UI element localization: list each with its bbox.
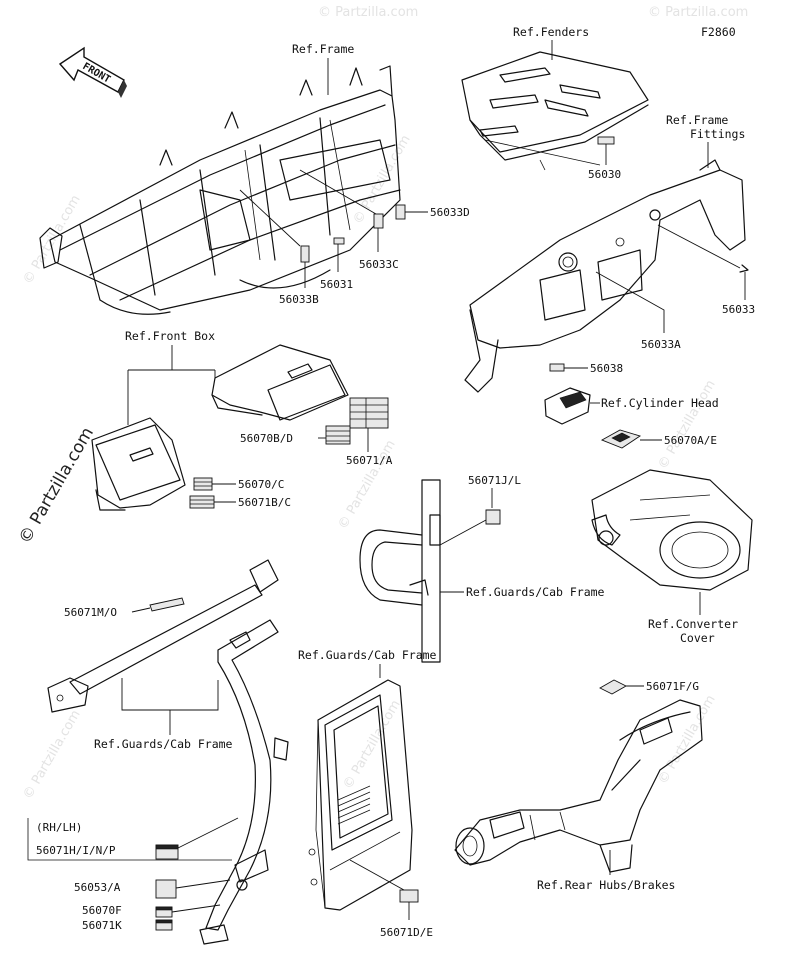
part-56071BC: 56071B/C — [238, 496, 291, 509]
frame-assembly — [39, 65, 401, 315]
part-56071FG: 56071F/G — [646, 680, 699, 693]
part-56033B: 56033B — [279, 293, 319, 306]
decal-56071A — [349, 397, 389, 429]
leader-line — [657, 224, 746, 300]
part-56071A: 56071/A — [346, 454, 393, 467]
watermark-main: © Partzilla.com — [15, 424, 98, 548]
cylinder-head-block — [544, 387, 591, 425]
ref-guards-cab-label-3: Ref.Guards/Cab Frame — [298, 648, 437, 662]
watermark: © Partzilla.com — [335, 438, 398, 532]
decal-56071JL — [485, 509, 501, 525]
part-56071MO: 56071M/O — [64, 606, 117, 619]
decal-56030 — [597, 136, 615, 145]
leader-line — [177, 817, 239, 849]
part-56030: 56030 — [588, 168, 621, 181]
ref-guards-cab-label-2: Ref.Guards/Cab Frame — [94, 737, 233, 751]
part-56053A: 56053/A — [74, 881, 121, 894]
leader-line — [439, 519, 487, 546]
decal-56033 — [739, 264, 749, 273]
part-56033A: 56033A — [641, 338, 681, 351]
leader-line — [349, 859, 410, 920]
watermark: © Partzilla.com — [655, 693, 718, 787]
ref-cylinder-head-label: Ref.Cylinder Head — [601, 396, 719, 410]
decal-56071DE — [399, 889, 419, 903]
decal-56038 — [549, 363, 565, 372]
watermark: © Partzilla.com — [20, 193, 83, 287]
fenders-panel — [461, 51, 649, 171]
rhlh-label: (RH/LH) — [36, 821, 82, 834]
leader-line — [239, 169, 377, 247]
front-box-lower — [91, 417, 186, 511]
ref-frame-fittings-label-2: Fittings — [690, 127, 745, 141]
ref-rear-hubs-label: Ref.Rear Hubs/Brakes — [537, 878, 675, 892]
part-56071HINP: 56071H/I/N/P — [36, 844, 116, 857]
decal-56070F — [155, 906, 173, 918]
ref-guards-cab-label-1: Ref.Guards/Cab Frame — [466, 585, 605, 599]
watermark: © Partzilla.com — [655, 378, 718, 472]
decal-56033C — [373, 213, 384, 229]
decal-56071HINP — [155, 844, 179, 860]
front-box-upper — [211, 344, 349, 421]
ref-converter-label-1: Ref.Converter — [648, 617, 738, 631]
cab-frame-tube — [199, 619, 289, 945]
decal-56070AE — [600, 429, 642, 449]
ref-frame-label: Ref.Frame — [292, 42, 354, 56]
part-56071K: 56071K — [82, 919, 122, 932]
decal-56071BC — [189, 495, 215, 509]
front-arrow-icon: FRONT — [58, 46, 127, 98]
part-56070BD: 56070B/D — [240, 432, 293, 445]
decal-56053A — [155, 879, 177, 899]
leader-line — [212, 483, 236, 503]
decal-56070C — [193, 477, 213, 491]
leader-line — [171, 904, 221, 913]
leader-line — [121, 678, 219, 735]
ref-fenders-label: Ref.Fenders — [513, 25, 589, 39]
part-56031: 56031 — [320, 278, 353, 291]
cab-door-panel — [308, 679, 413, 911]
cross-bar — [47, 559, 279, 713]
decal-56071K — [155, 919, 173, 931]
leader-line — [175, 879, 231, 889]
decal-56031 — [333, 237, 345, 245]
decal-56071MO — [149, 597, 185, 612]
converter-cover — [591, 469, 753, 591]
ref-frame-fittings-label-1: Ref.Frame — [666, 113, 728, 127]
frame-fittings — [464, 159, 746, 393]
decal-56070BD — [325, 425, 351, 445]
rear-hubs-assembly — [454, 699, 703, 873]
decal-56033D — [395, 204, 406, 220]
watermark: © Partzilla.com — [20, 708, 83, 802]
part-56070F: 56070F — [82, 904, 122, 917]
part-56033C: 56033C — [359, 258, 399, 271]
part-56070C: 56070/C — [238, 478, 284, 491]
ref-converter-label-2: Cover — [680, 631, 715, 645]
watermark: © Partzilla.com — [318, 5, 418, 20]
part-56033: 56033 — [722, 303, 755, 316]
leader-line — [131, 607, 151, 613]
guard-bar — [359, 479, 441, 663]
part-56071DE: 56071D/E — [380, 926, 433, 939]
part-56070AE: 56070A/E — [664, 434, 717, 447]
decal-56071FG — [599, 679, 627, 695]
part-56033D: 56033D — [430, 206, 470, 219]
ref-front-box-label: Ref.Front Box — [125, 329, 215, 343]
leader-line — [595, 271, 665, 333]
decal-56033B — [300, 245, 310, 263]
diagram-id: F2860 — [701, 25, 736, 39]
part-56038: 56038 — [590, 362, 623, 375]
leader-line — [127, 345, 216, 425]
watermark: © Partzilla.com — [648, 5, 748, 20]
part-56071JL: 56071J/L — [468, 474, 521, 487]
rhlh-box — [27, 818, 232, 861]
